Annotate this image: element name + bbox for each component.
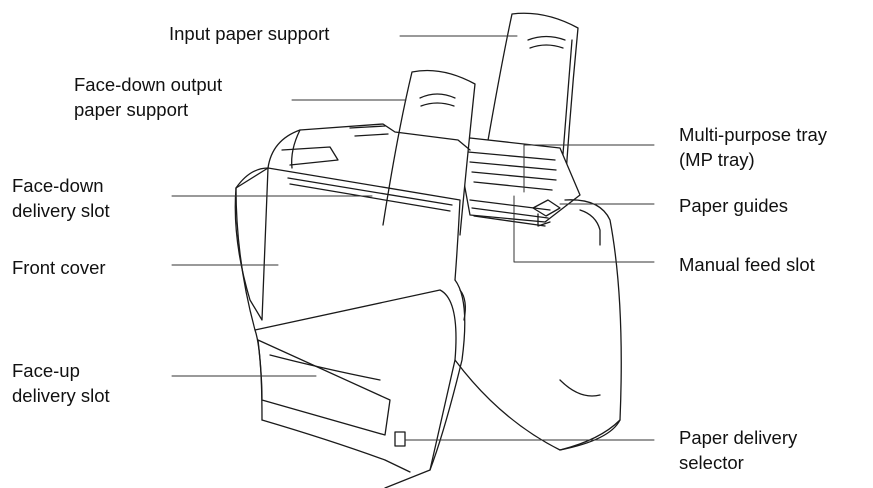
- input-support-tab: [527, 35, 566, 49]
- printer-front-lower: [254, 289, 457, 488]
- front-cover: [234, 167, 269, 321]
- paper-guides: [532, 199, 561, 227]
- face-up-delivery-slot: [257, 339, 391, 436]
- leader-manual-feed-slot: [513, 195, 655, 263]
- label-face-down-output-support-line-1: Face-down output: [74, 74, 223, 95]
- face-down-delivery-slot: [287, 177, 453, 212]
- label-face-up-delivery-slot: Face-up delivery slot: [12, 358, 110, 408]
- label-face-up-delivery-slot-line-2: delivery slot: [12, 385, 110, 406]
- label-paper-guides: Paper guides: [679, 195, 789, 216]
- label-paper-delivery-selector-line-2: selector: [679, 452, 744, 473]
- mp-tray-housing: [457, 137, 581, 223]
- label-face-down-output-support-line-2: paper support: [74, 99, 189, 120]
- label-input-paper-support: Input paper support: [169, 23, 330, 44]
- label-front-cover: Front cover: [12, 257, 106, 278]
- printer-top: [267, 123, 471, 169]
- label-face-down-delivery-slot: Face-down delivery slot: [12, 173, 110, 223]
- output-support-tab: [419, 93, 456, 107]
- label-face-down-delivery-slot-line-1: Face-down: [12, 175, 104, 196]
- label-manual-feed-slot: Manual feed slot: [679, 254, 815, 275]
- label-paper-delivery-selector-line-1: Paper delivery: [679, 427, 798, 448]
- label-face-down-delivery-slot-line-2: delivery slot: [12, 200, 110, 221]
- label-multi-purpose-tray-line-1: Multi-purpose tray: [679, 124, 828, 145]
- paper-delivery-selector: [394, 431, 406, 447]
- manual-feed-slot: [469, 199, 551, 227]
- label-multi-purpose-tray-line-2: (MP tray): [679, 149, 755, 170]
- label-paper-delivery-selector: Paper delivery selector: [679, 425, 797, 475]
- label-face-up-delivery-slot-line-1: Face-up: [12, 360, 80, 381]
- label-face-down-output-support: Face-down output paper support: [74, 72, 222, 122]
- leader-mp-tray: [523, 144, 655, 193]
- face-down-output-support-panel: [382, 69, 476, 236]
- label-multi-purpose-tray: Multi-purpose tray (MP tray): [679, 122, 827, 172]
- printer-right-side: [559, 199, 622, 451]
